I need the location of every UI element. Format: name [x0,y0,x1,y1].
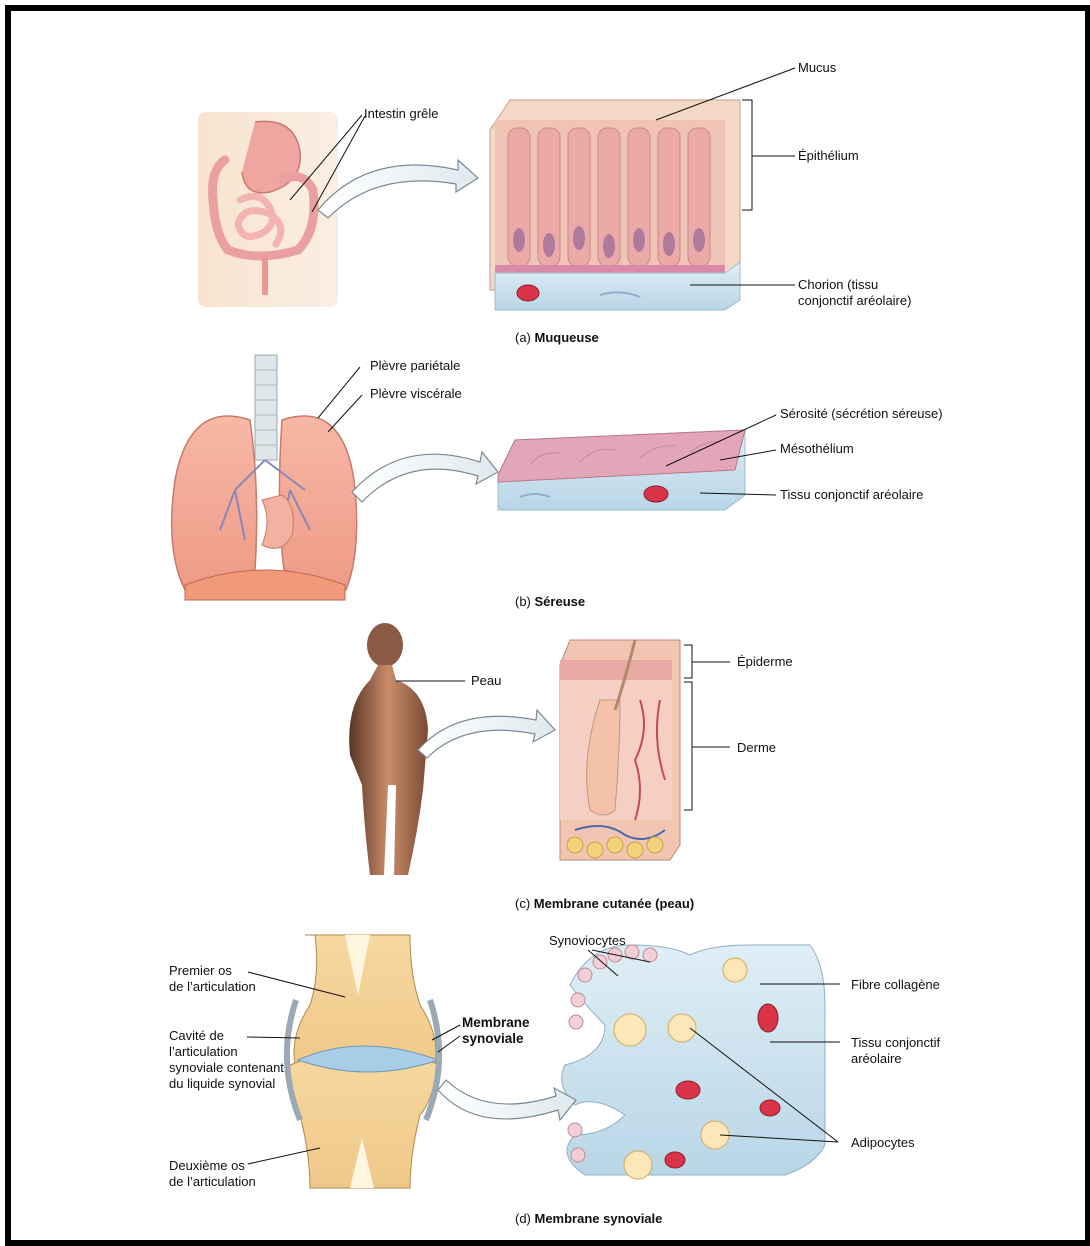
synovial-tissue-block [562,945,825,1179]
label-tissu-conjonctif-d: Tissu conjonctif aréolaire [851,1035,940,1067]
arrow-d [438,1080,576,1120]
mucosa-tissue-block [490,100,740,310]
label-premier-os: Premier os de l’articulation [169,963,256,995]
label-peau: Peau [471,673,501,689]
label-membrane-synoviale: Membrane synoviale [462,1015,530,1047]
arrow-a [318,160,478,218]
label-intestin-grele: Intestin grêle [364,106,438,122]
label-plevre-viscerale: Plèvre viscérale [370,386,462,402]
label-fibre-collagene: Fibre collagène [851,977,940,993]
intestine-illustration [198,112,338,307]
label-derme: Derme [737,740,776,756]
caption-c-title: Membrane cutanée (peau) [534,896,694,911]
caption-c: (c) Membrane cutanée (peau) [515,896,694,911]
caption-a: (a) Muqueuse [515,330,599,345]
label-epiderme: Épiderme [737,654,793,670]
caption-b-prefix: (b) [515,594,535,609]
label-mesothelium: Mésothélium [780,441,854,457]
caption-b-title: Séreuse [535,594,586,609]
arrow-b [352,452,498,502]
label-serosite: Sérosité (sécrétion séreuse) [780,406,943,422]
caption-d-prefix: (d) [515,1211,535,1226]
caption-c-prefix: (c) [515,896,534,911]
label-adipocytes: Adipocytes [851,1135,915,1151]
caption-d-title: Membrane synoviale [535,1211,663,1226]
serosa-tissue-block [498,430,745,510]
label-plevre-parietale: Plèvre pariétale [370,358,460,374]
caption-d: (d) Membrane synoviale [515,1211,662,1226]
label-deuxieme-os: Deuxième os de l’articulation [169,1158,256,1190]
caption-a-prefix: (a) [515,330,535,345]
skin-tissue-block [560,640,680,860]
caption-a-title: Muqueuse [535,330,599,345]
lungs-illustration [172,355,357,600]
label-epithelium: Épithélium [798,148,859,164]
label-mucus: Mucus [798,60,836,76]
label-chorion: Chorion (tissu conjonctif aréolaire) [798,277,911,309]
caption-b: (b) Séreuse [515,594,585,609]
label-cavite-articulation: Cavité de l’articulation synoviale conte… [169,1028,284,1092]
label-synoviocytes: Synoviocytes [549,933,626,949]
label-tissu-conjonctif-b: Tissu conjonctif aréolaire [780,487,923,503]
